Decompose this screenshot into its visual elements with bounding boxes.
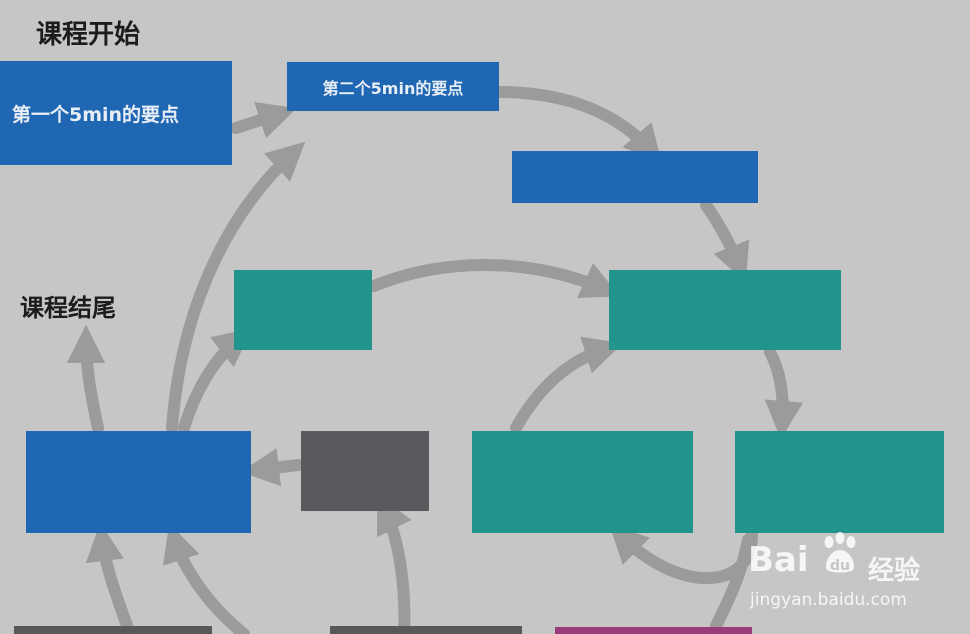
blue-mid-box	[512, 151, 758, 203]
second-5min-box: 第二个5min的要点	[287, 62, 499, 111]
paw-icon: du	[824, 532, 856, 574]
dark-gray-box	[301, 431, 429, 511]
bottom-left-partial-box	[14, 626, 212, 634]
arrow-teal-right-to-lower-right	[764, 346, 804, 440]
arrow-lower-right-to-magenta	[710, 534, 754, 632]
watermark-brand-suffix: 经验	[868, 556, 921, 586]
first-5min-label: 第一个5min的要点	[12, 103, 180, 126]
svg-text:du: du	[830, 558, 850, 574]
teal-upper-right-box	[609, 270, 841, 350]
arrow-bottom-edge-to-dark	[377, 494, 412, 634]
teal-lower-middle-box	[472, 431, 693, 533]
arrow-bottom-blue-to-teal-left	[178, 328, 253, 434]
arrow-lower-middle-to-teal-right	[510, 336, 623, 434]
arrow-second-to-blue-mid	[492, 86, 663, 164]
watermark-url: jingyan.baidu.com	[750, 590, 907, 610]
arrow-dark-to-bottom-blue	[240, 448, 304, 487]
teal-lower-right-box	[735, 431, 944, 533]
second-5min-label: 第二个5min的要点	[322, 78, 464, 98]
arrow-bottom-edge-to-blue-1	[85, 522, 136, 634]
arrow-bottom-blue-to-course-end	[66, 324, 106, 434]
bottom-right-partial-box	[555, 627, 752, 634]
arrow-first-to-second	[230, 101, 297, 139]
blue-bottom-left-box	[26, 431, 251, 533]
course-end-heading: 课程结尾	[20, 294, 116, 322]
arrow-loop-to-lower-middle	[609, 524, 758, 585]
arrow-bottom-blue-to-second	[166, 141, 306, 434]
baidu-jingyan-watermark: Bai du 经验 jingyan.baidu.com	[742, 532, 962, 622]
bottom-middle-partial-box	[330, 626, 522, 634]
first-5min-box: 第一个5min的要点	[0, 61, 232, 165]
arrow-teal-left-to-teal-right	[368, 259, 620, 298]
teal-upper-left-box	[234, 270, 372, 350]
arrow-bottom-edge-to-blue-2	[162, 523, 250, 634]
watermark-brand: Bai	[748, 540, 809, 580]
course-start-heading: 课程开始	[36, 20, 141, 50]
arrow-blue-mid-to-teal-right	[700, 199, 750, 283]
